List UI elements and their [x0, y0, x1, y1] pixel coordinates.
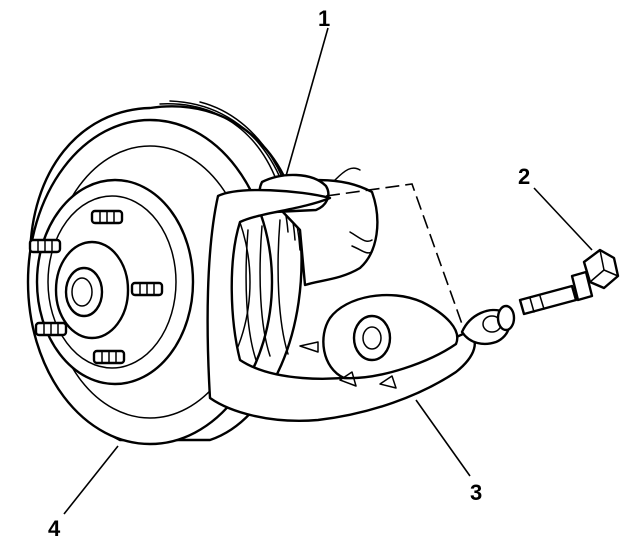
- wheel-stud: [130, 281, 164, 297]
- wheel-stud: [34, 321, 68, 337]
- leader-line-2: [533, 187, 593, 251]
- wheel-stud: [92, 349, 126, 365]
- callout-labels: 1 2 3 4: [48, 6, 530, 541]
- wheel-studs: [28, 209, 164, 365]
- leader-line-3: [415, 399, 471, 477]
- callout-1: 1: [318, 6, 330, 31]
- leader-line-4: [63, 445, 119, 515]
- leader-line-1: [285, 27, 329, 177]
- wheel-stud: [90, 209, 124, 225]
- callout-4: 4: [48, 516, 61, 541]
- leader-lines: [63, 27, 593, 515]
- caliper-bracket: [206, 188, 511, 422]
- callout-2: 2: [518, 164, 530, 189]
- callout-3: 3: [470, 480, 482, 505]
- wheel-stud: [28, 238, 62, 254]
- alignment-line: [325, 183, 463, 325]
- caliper-bolt: [496, 248, 620, 332]
